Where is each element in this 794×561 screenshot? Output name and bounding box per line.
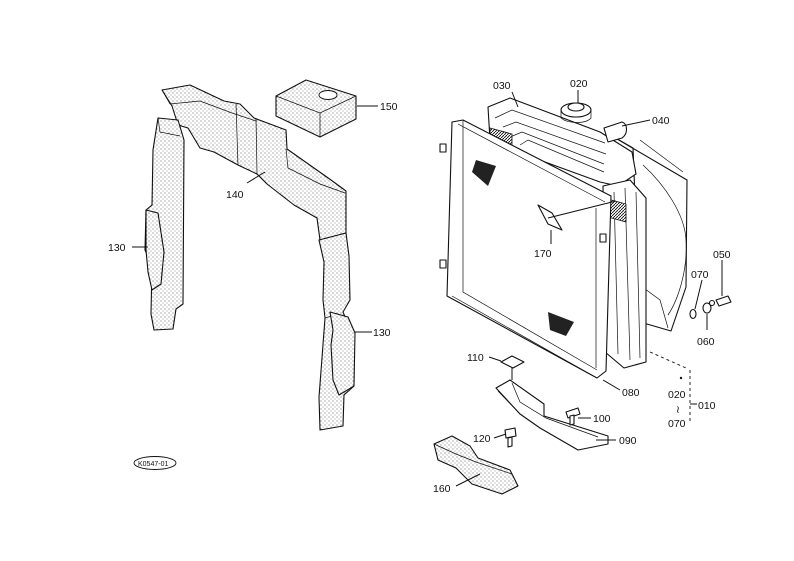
callout-range-symbol: ≀ — [676, 404, 680, 416]
callout-050: 050 — [713, 249, 731, 261]
callout-110: 110 — [467, 352, 484, 364]
callout-040: 040 — [652, 115, 670, 127]
callout-120: 120 — [473, 433, 491, 445]
callout-070-assembly: 070 — [668, 418, 686, 430]
foam-seal-130-left — [145, 209, 165, 291]
callout-150: 150 — [380, 101, 398, 113]
callout-090: 090 — [619, 435, 637, 447]
foam-seal-130-right — [329, 311, 356, 396]
bolt-washer-set — [689, 295, 732, 320]
foam-block-160 — [433, 435, 519, 495]
callout-160: 160 — [433, 483, 451, 495]
callout-130-right: 130 — [373, 327, 391, 339]
callout-100: 100 — [593, 413, 611, 425]
callout-170: 170 — [534, 248, 552, 260]
callout-130-left: 130 — [108, 242, 126, 254]
foam-frame-140 — [144, 84, 355, 431]
bolt-120 — [504, 427, 517, 448]
callout-080: 080 — [622, 387, 640, 399]
rubber-pad-110 — [500, 355, 525, 369]
callout-030: 030 — [493, 80, 511, 92]
callout-060: 060 — [697, 336, 715, 348]
bracket-090 — [495, 379, 609, 451]
front-screen-080 — [439, 119, 612, 379]
callout-020: 020 — [570, 78, 588, 90]
callout-020-assembly: 020 — [668, 389, 686, 401]
fastener-100 — [565, 407, 581, 426]
callout-140: 140 — [226, 189, 244, 201]
foam-block-150 — [275, 79, 357, 138]
callout-010: 010 — [698, 400, 716, 412]
reference-code: K0547-01 — [138, 461, 168, 468]
fan-shroud-040 — [611, 135, 688, 332]
callout-070: 070 — [691, 269, 709, 281]
reference-code-badge — [133, 456, 177, 470]
